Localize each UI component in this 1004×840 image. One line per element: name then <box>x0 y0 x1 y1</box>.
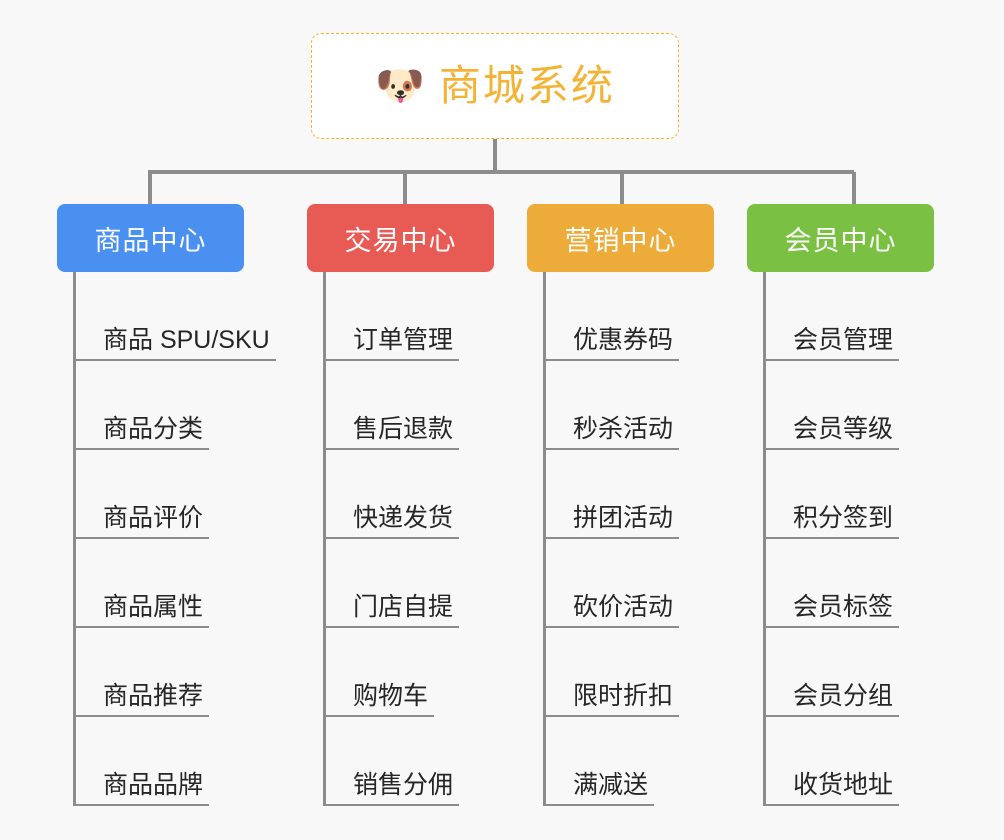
branch-member-center: 会员中心会员管理会员等级积分签到会员标签会员分组收货地址 <box>747 204 934 806</box>
branch-items-product-center: 商品 SPU/SKU 商品分类商品评价商品属性商品推荐商品品牌 <box>57 272 276 806</box>
leaf-item-label: 会员标签 <box>787 593 900 628</box>
leaf-item[interactable]: 会员分组 <box>747 628 934 717</box>
leaf-item[interactable]: 快递发货 <box>307 450 494 539</box>
branch-spine-product-center <box>73 272 76 806</box>
leaf-connector-tick <box>764 359 793 361</box>
branch-header-member-center[interactable]: 会员中心 <box>747 204 934 272</box>
leaf-connector-tick <box>324 804 353 806</box>
leaf-item-label: 商品分类 <box>97 415 210 450</box>
leaf-item[interactable]: 拼团活动 <box>527 450 714 539</box>
branch-spine-member-center <box>763 272 766 806</box>
leaf-connector-tick <box>74 448 103 450</box>
leaf-connector-tick <box>324 359 353 361</box>
leaf-connector-tick <box>74 359 103 361</box>
leaf-connector-tick <box>74 715 103 717</box>
leaf-connector-tick <box>764 537 793 539</box>
leaf-item[interactable]: 限时折扣 <box>527 628 714 717</box>
connector-horizontal-bus <box>148 170 854 174</box>
leaf-item-label: 会员等级 <box>787 415 900 450</box>
leaf-connector-tick <box>324 715 353 717</box>
leaf-connector-tick <box>74 626 103 628</box>
leaf-item-label: 会员管理 <box>787 326 900 361</box>
leaf-connector-tick <box>764 448 793 450</box>
leaf-item[interactable]: 秒杀活动 <box>527 361 714 450</box>
leaf-item[interactable]: 购物车 <box>307 628 494 717</box>
leaf-item-label: 会员分组 <box>787 682 900 717</box>
leaf-item-label: 拼团活动 <box>567 504 680 539</box>
leaf-connector-tick <box>764 804 793 806</box>
connector-drop-marketing-center <box>620 172 624 204</box>
root-node-label: 商城系统 <box>438 62 615 109</box>
leaf-item-label: 购物车 <box>347 682 435 717</box>
branch-header-marketing-center[interactable]: 营销中心 <box>527 204 714 272</box>
leaf-connector-tick <box>544 537 573 539</box>
leaf-item[interactable]: 会员标签 <box>747 539 934 628</box>
leaf-connector-tick <box>544 626 573 628</box>
branch-trade-center: 交易中心订单管理售后退款快递发货门店自提购物车销售分佣 <box>307 204 494 806</box>
branch-items-marketing-center: 优惠券码秒杀活动拼团活动砍价活动限时折扣满减送 <box>527 272 714 806</box>
leaf-item-label: 优惠券码 <box>567 326 680 361</box>
shiba-dog-face-icon: 🐶 <box>375 64 425 108</box>
branch-items-trade-center: 订单管理售后退款快递发货门店自提购物车销售分佣 <box>307 272 494 806</box>
leaf-connector-tick <box>74 537 103 539</box>
connector-root-stem <box>493 139 497 172</box>
leaf-item-label: 商品 SPU/SKU <box>97 326 276 361</box>
branch-product-center: 商品中心商品 SPU/SKU 商品分类商品评价商品属性商品推荐商品品牌 <box>57 204 276 806</box>
leaf-item[interactable]: 会员等级 <box>747 361 934 450</box>
leaf-item-label: 快递发货 <box>347 504 460 539</box>
leaf-connector-tick <box>544 804 573 806</box>
leaf-item[interactable]: 商品评价 <box>57 450 244 539</box>
branch-items-member-center: 会员管理会员等级积分签到会员标签会员分组收货地址 <box>747 272 934 806</box>
leaf-item[interactable]: 商品 SPU/SKU <box>57 272 276 361</box>
leaf-item-label: 积分签到 <box>787 504 900 539</box>
branch-spine-trade-center <box>323 272 326 806</box>
leaf-item-label: 售后退款 <box>347 415 460 450</box>
leaf-item-label: 满减送 <box>567 771 655 806</box>
leaf-item[interactable]: 商品推荐 <box>57 628 244 717</box>
connector-drop-product-center <box>148 172 152 204</box>
branch-spine-marketing-center <box>543 272 546 806</box>
leaf-item[interactable]: 商品分类 <box>57 361 244 450</box>
leaf-item-label: 商品属性 <box>97 593 210 628</box>
leaf-item[interactable]: 会员管理 <box>747 272 934 361</box>
leaf-item[interactable]: 售后退款 <box>307 361 494 450</box>
leaf-item[interactable]: 商品品牌 <box>57 717 244 806</box>
leaf-connector-tick <box>544 359 573 361</box>
connector-drop-trade-center <box>403 172 407 204</box>
leaf-item[interactable]: 门店自提 <box>307 539 494 628</box>
leaf-item[interactable]: 满减送 <box>527 717 714 806</box>
branch-marketing-center: 营销中心优惠券码秒杀活动拼团活动砍价活动限时折扣满减送 <box>527 204 714 806</box>
leaf-item[interactable]: 积分签到 <box>747 450 934 539</box>
branch-header-trade-center[interactable]: 交易中心 <box>307 204 494 272</box>
connector-drop-member-center <box>852 172 856 204</box>
leaf-item[interactable]: 商品属性 <box>57 539 244 628</box>
leaf-connector-tick <box>324 626 353 628</box>
leaf-connector-tick <box>764 715 793 717</box>
leaf-item[interactable]: 订单管理 <box>307 272 494 361</box>
leaf-connector-tick <box>324 537 353 539</box>
leaf-item-label: 商品品牌 <box>97 771 210 806</box>
leaf-connector-tick <box>74 804 103 806</box>
leaf-item[interactable]: 收货地址 <box>747 717 934 806</box>
leaf-connector-tick <box>544 715 573 717</box>
leaf-item[interactable]: 优惠券码 <box>527 272 714 361</box>
leaf-item[interactable]: 砍价活动 <box>527 539 714 628</box>
leaf-item-label: 商品评价 <box>97 504 210 539</box>
leaf-item-label: 门店自提 <box>347 593 460 628</box>
leaf-connector-tick <box>324 448 353 450</box>
leaf-connector-tick <box>764 626 793 628</box>
leaf-item-label: 砍价活动 <box>567 593 680 628</box>
leaf-item[interactable]: 销售分佣 <box>307 717 494 806</box>
root-node[interactable]: 🐶 商城系统 <box>311 33 679 139</box>
leaf-item-label: 秒杀活动 <box>567 415 680 450</box>
leaf-item-label: 订单管理 <box>347 326 460 361</box>
leaf-item-label: 商品推荐 <box>97 682 210 717</box>
leaf-item-label: 收货地址 <box>787 771 900 806</box>
leaf-connector-tick <box>544 448 573 450</box>
leaf-item-label: 限时折扣 <box>567 682 680 717</box>
leaf-item-label: 销售分佣 <box>347 771 460 806</box>
branch-header-product-center[interactable]: 商品中心 <box>57 204 244 272</box>
